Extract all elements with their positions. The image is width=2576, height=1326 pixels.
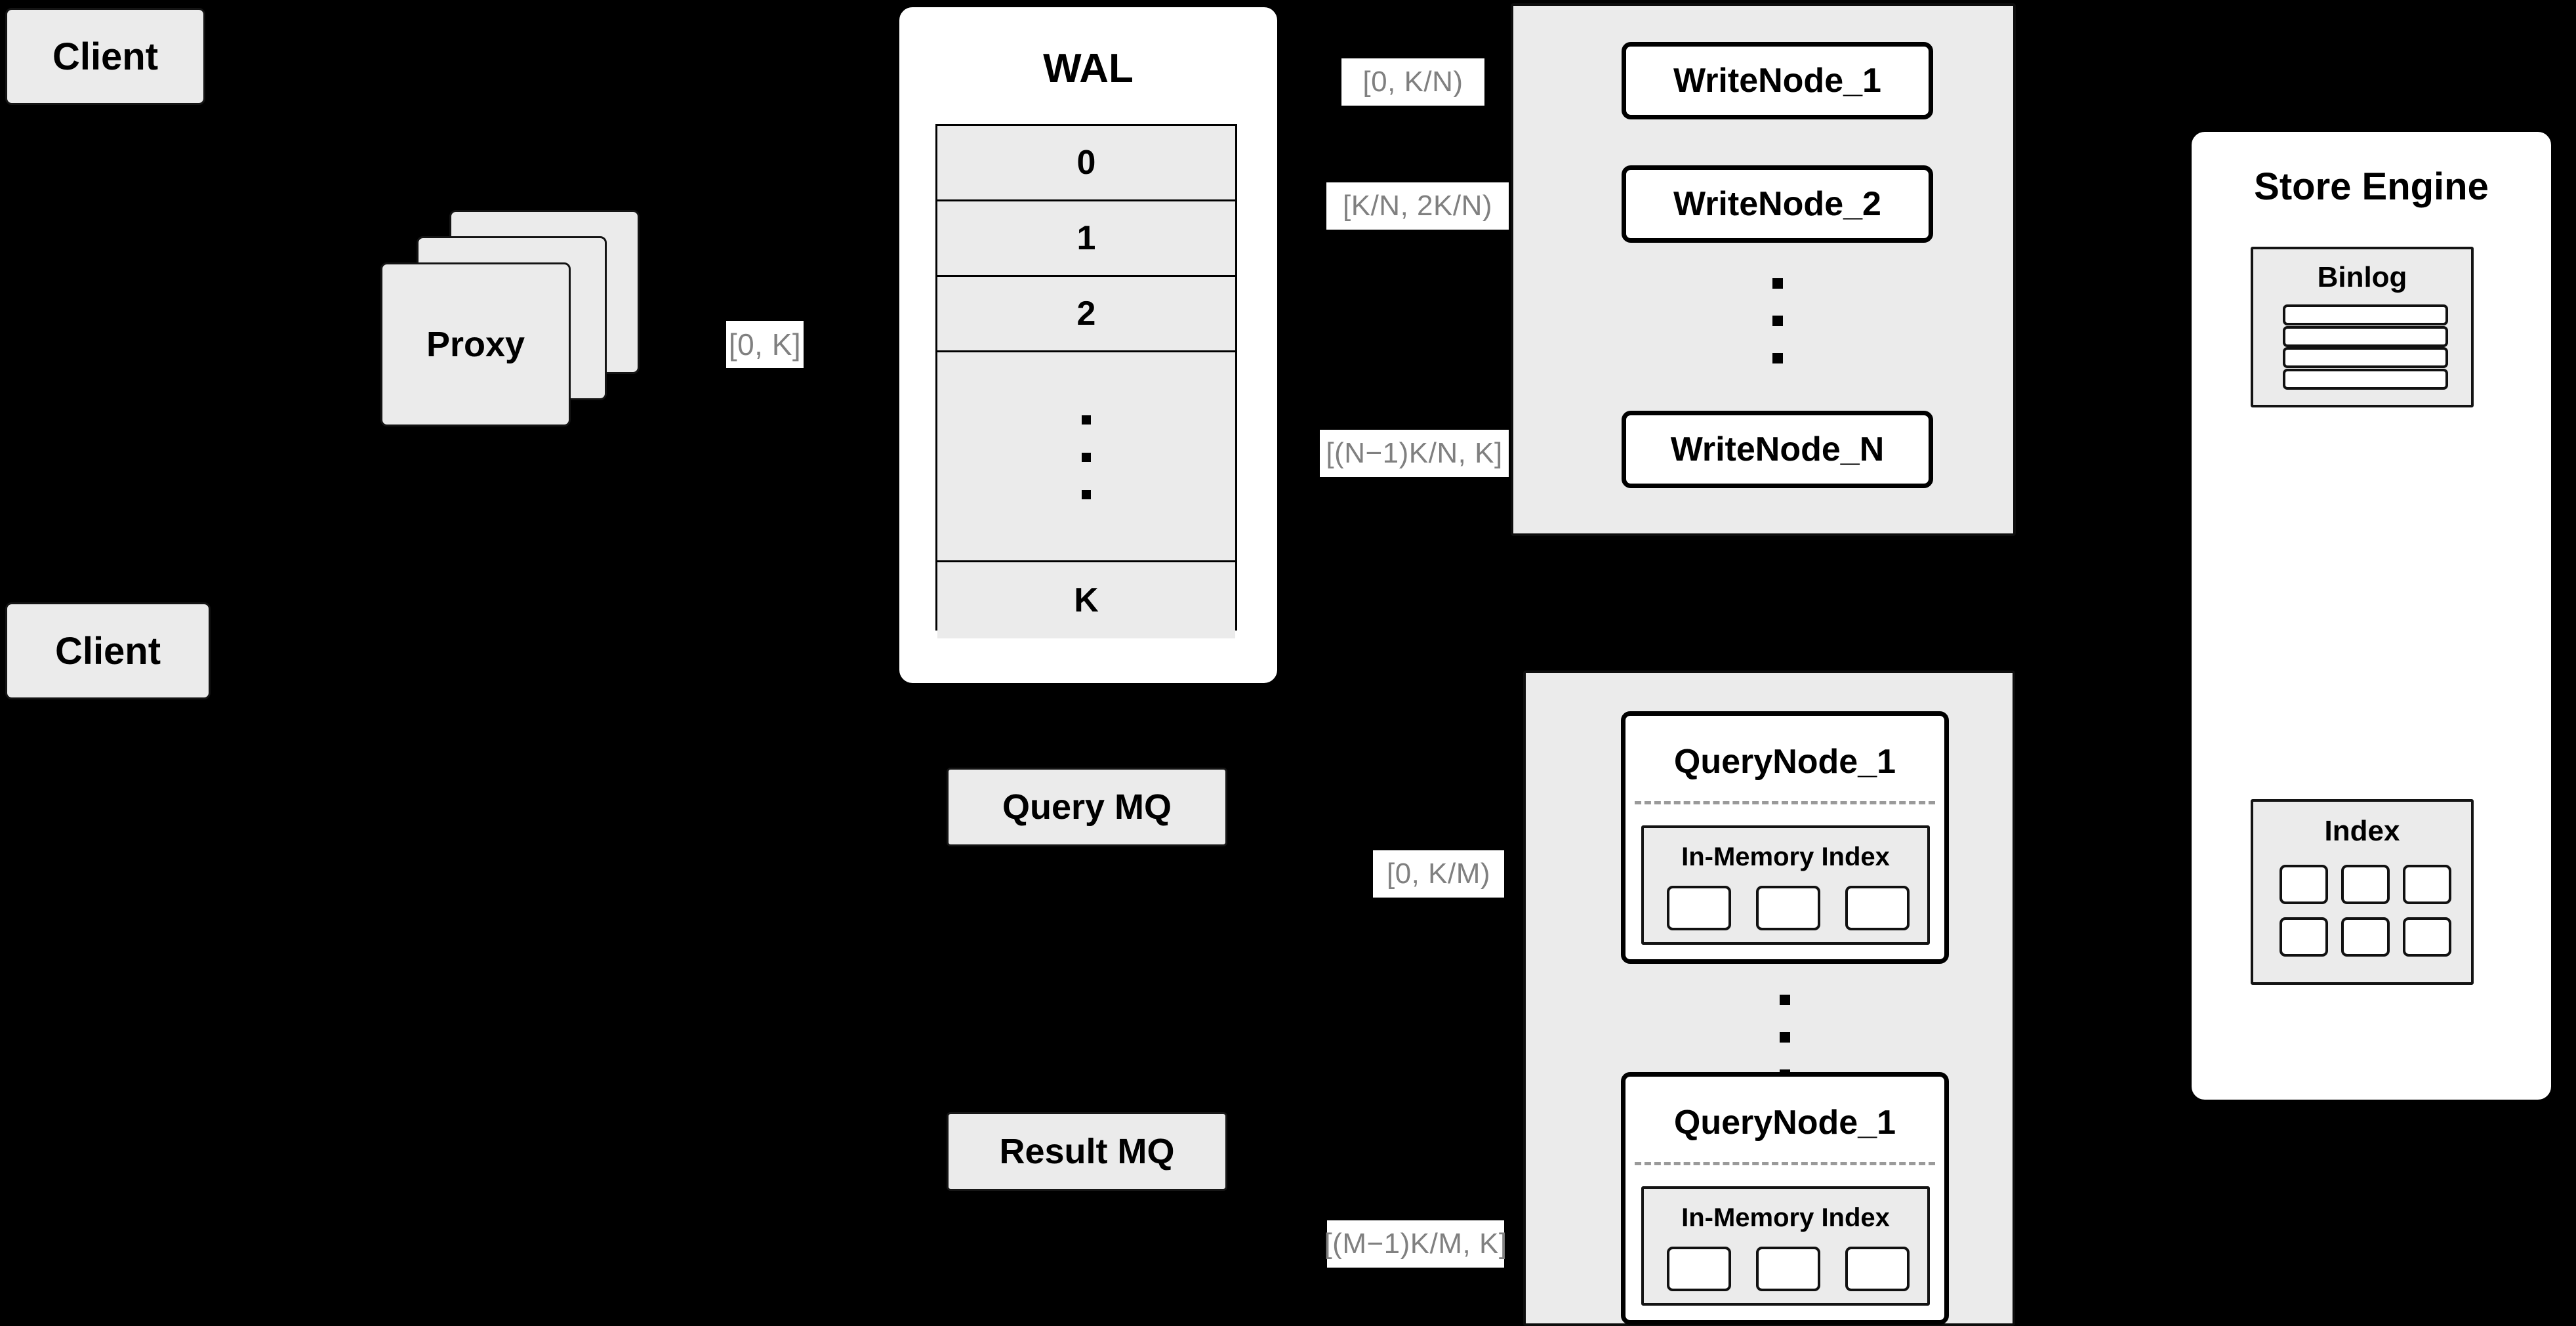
edge-label-mq-to-querynode-1: [0, K/M)	[1373, 850, 1504, 898]
store-engine-title: Store Engine	[2254, 165, 2489, 208]
query-node-m[interactable]: QueryNode_1 In-Memory Index	[1621, 1072, 1949, 1325]
write-node-n-label: WriteNode_N	[1670, 430, 1885, 468]
client-node-2[interactable]: Client	[5, 602, 211, 699]
proxy-label: Proxy	[426, 325, 525, 364]
wal-entry-ellipsis-row	[937, 352, 1235, 562]
in-memory-index-cell[interactable]	[1667, 886, 1731, 930]
query-node-group: QueryNode_1 In-Memory Index	[1523, 671, 2015, 1326]
wal-entry-row[interactable]: 1	[937, 201, 1235, 277]
query-mq-label: Query MQ	[1002, 787, 1172, 827]
wal-container: WAL 0 1 2 K	[895, 3, 1281, 687]
binlog-row[interactable]	[2283, 368, 2448, 390]
query-mq-node[interactable]: Query MQ	[947, 768, 1227, 846]
index-title: Index	[2324, 815, 2400, 847]
write-node-2-label: WriteNode_2	[1673, 185, 1881, 223]
query-node-m-label: QueryNode_1	[1673, 1104, 1896, 1142]
binlog-row[interactable]	[2283, 325, 2448, 347]
query-node-1-label: QueryNode_1	[1673, 743, 1896, 781]
query-node-1-divider	[1635, 801, 1935, 804]
wal-entry-row[interactable]: 0	[937, 126, 1235, 201]
binlog-row[interactable]	[2283, 347, 2448, 369]
index-cell-grid	[2280, 865, 2451, 966]
in-memory-index-title: In-Memory Index	[1681, 842, 1890, 871]
index-cell[interactable]	[2341, 917, 2390, 957]
write-node-1[interactable]: WriteNode_1	[1622, 42, 1933, 119]
index-panel: Index	[2251, 799, 2474, 985]
wal-entry-row[interactable]: 2	[937, 277, 1235, 352]
query-node-m-in-memory-index: In-Memory Index	[1641, 1186, 1930, 1306]
write-node-n[interactable]: WriteNode_N	[1622, 411, 1933, 488]
in-memory-index-cell[interactable]	[1845, 1247, 1910, 1291]
write-node-2[interactable]: WriteNode_2	[1622, 165, 1933, 243]
index-cell[interactable]	[2341, 865, 2390, 904]
index-cell[interactable]	[2403, 917, 2451, 957]
write-node-group-vertical-dots	[1772, 278, 1783, 363]
index-cell[interactable]	[2403, 865, 2451, 904]
edge-label-wal-to-writenode-1: [0, K/N)	[1341, 58, 1484, 106]
write-node-1-label: WriteNode_1	[1673, 62, 1881, 100]
edge-label-wal-to-writenode-n: [(N−1)K/N, K]	[1320, 430, 1509, 477]
query-node-1[interactable]: QueryNode_1 In-Memory Index	[1621, 711, 1949, 964]
store-engine-container: Store Engine Binlog Index	[2188, 128, 2555, 1104]
binlog-row[interactable]	[2283, 304, 2448, 325]
wal-title: WAL	[1043, 46, 1134, 91]
query-node-group-vertical-dots	[1780, 995, 1790, 1080]
query-node-m-divider	[1635, 1162, 1935, 1165]
result-mq-label: Result MQ	[999, 1132, 1175, 1171]
client-node-1[interactable]: Client	[5, 8, 205, 105]
proxy-card-front[interactable]: Proxy	[380, 262, 571, 426]
proxy-stack[interactable]: Proxy	[380, 210, 669, 426]
binlog-rows	[2283, 304, 2448, 390]
in-memory-index-cells	[1667, 886, 1910, 930]
binlog-title: Binlog	[2317, 261, 2407, 293]
query-node-1-in-memory-index: In-Memory Index	[1641, 825, 1930, 945]
in-memory-index-cell[interactable]	[1845, 886, 1910, 930]
edge-label-wal-to-writenode-2: [K/N, 2K/N)	[1326, 182, 1509, 230]
result-mq-node[interactable]: Result MQ	[947, 1112, 1227, 1191]
wal-entry-list: 0 1 2 K	[935, 124, 1237, 638]
edge-label-proxy-to-wal: [0, K]	[726, 321, 804, 368]
in-memory-index-title: In-Memory Index	[1681, 1203, 1890, 1232]
client-node-2-label: Client	[54, 629, 161, 673]
write-node-group: WriteNode_1 WriteNode_2 WriteNode_N	[1511, 3, 2016, 536]
in-memory-index-cell[interactable]	[1756, 1247, 1820, 1291]
in-memory-index-cell[interactable]	[1756, 886, 1820, 930]
wal-vertical-dots	[1082, 415, 1091, 499]
index-cell[interactable]	[2280, 865, 2328, 904]
client-node-1-label: Client	[52, 35, 159, 78]
binlog-panel: Binlog	[2251, 247, 2474, 407]
wal-entry-row[interactable]: K	[937, 562, 1235, 638]
edge-label-mq-to-querynode-m: [(M−1)K/M, K]	[1324, 1220, 1507, 1268]
in-memory-index-cell[interactable]	[1667, 1247, 1731, 1291]
index-cell[interactable]	[2280, 917, 2328, 957]
in-memory-index-cells	[1667, 1247, 1910, 1291]
